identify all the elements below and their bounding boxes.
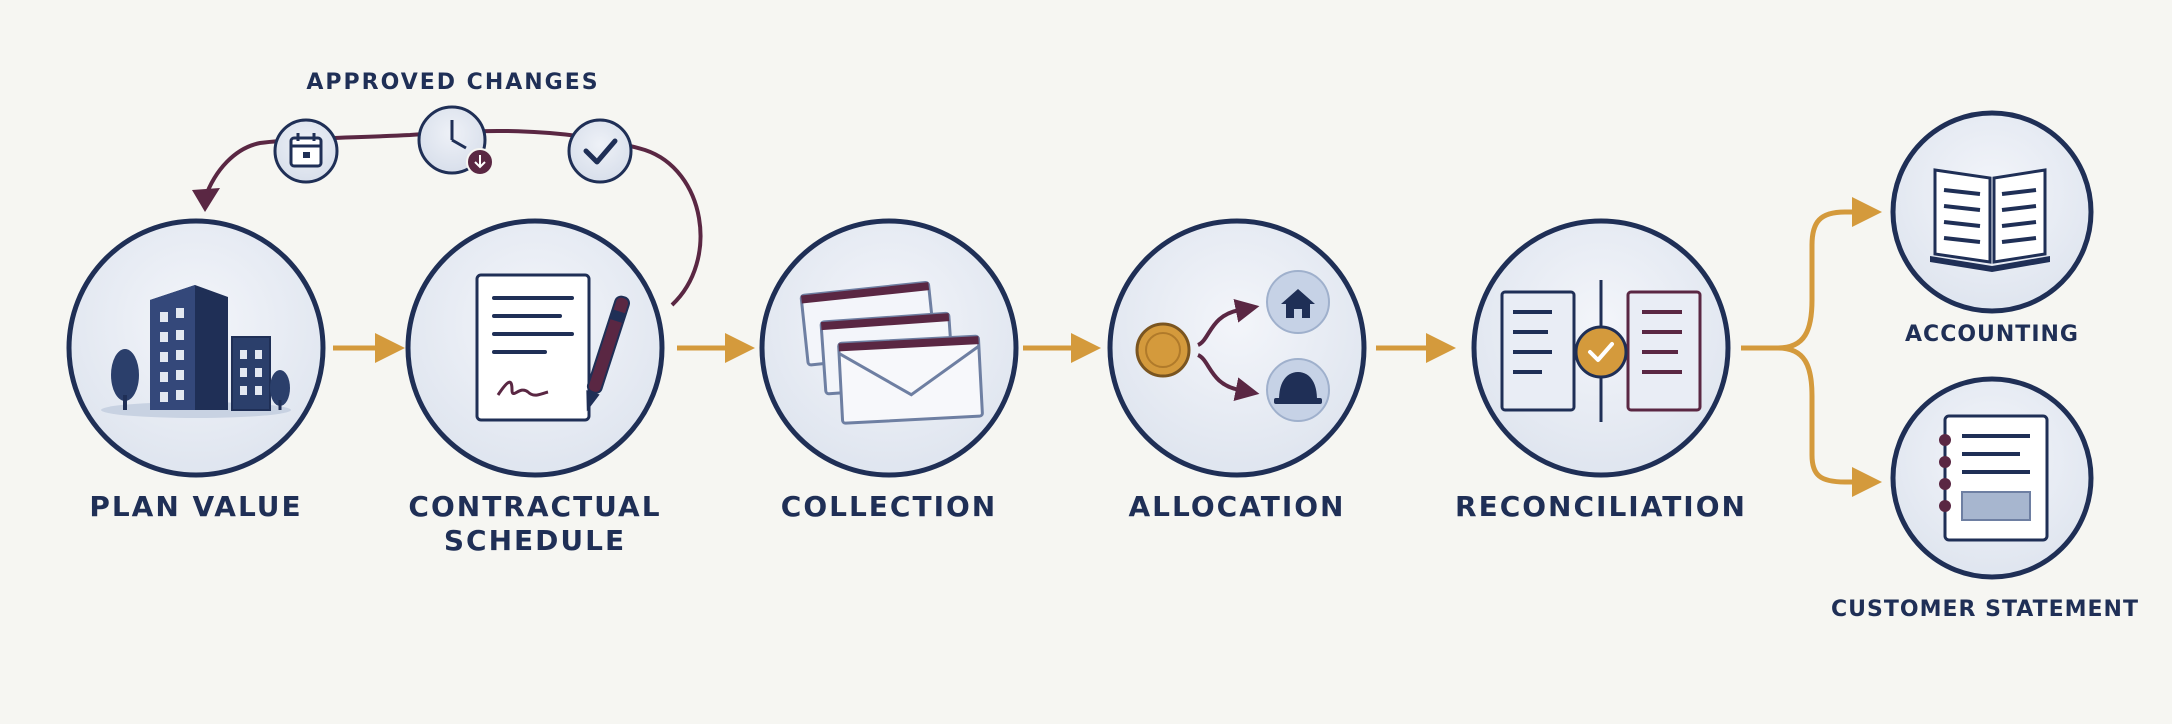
output-accounting: [1890, 110, 2094, 314]
step-collection: [759, 218, 1019, 478]
approved-changes-label: APPROVED CHANGES: [306, 70, 599, 95]
signed-contract-icon: [475, 273, 631, 422]
hard-hat-icon: [1279, 372, 1317, 400]
open-book-icon: [1930, 168, 2050, 272]
label-customer-statement: CUSTOMER STATEMENT: [1831, 597, 2139, 622]
step-allocation: [1107, 218, 1367, 478]
step-plan-value: [66, 218, 326, 478]
fork-arrow: [1741, 197, 1882, 351]
loop-arrowhead: [192, 188, 220, 212]
calendar-icon: [273, 118, 339, 184]
step-reconciliation: [1471, 218, 1731, 478]
label-schedule: SCHEDULE: [444, 524, 626, 557]
label-allocation: ALLOCATION: [1129, 490, 1346, 523]
label-accounting: ACCOUNTING: [1905, 322, 2079, 347]
house-icon: [1281, 289, 1315, 318]
flow-arrows: [333, 197, 1882, 497]
step-contractual-schedule: [405, 218, 665, 478]
notebook-icon: [1939, 414, 2049, 542]
output-customer-statement: [1890, 376, 2094, 580]
check-icon: [567, 118, 633, 184]
fork-arrow-lower: [1777, 345, 1882, 497]
approved-changes-loop: APPROVED CHANGES: [192, 70, 703, 307]
coin-split-icon: [1135, 270, 1330, 422]
envelopes-icon: [799, 280, 984, 425]
clock-icon: [417, 105, 494, 176]
ledger-compare-icon: [1500, 280, 1702, 422]
label-plan-value: PLAN VALUE: [89, 490, 302, 523]
label-collection: COLLECTION: [781, 490, 997, 523]
label-reconciliation: RECONCILIATION: [1455, 490, 1747, 523]
label-contractual: CONTRACTUAL: [408, 490, 661, 523]
building-icon: [101, 285, 291, 418]
labels: PLAN VALUE CONTRACTUAL SCHEDULE COLLECTI…: [89, 322, 2139, 622]
